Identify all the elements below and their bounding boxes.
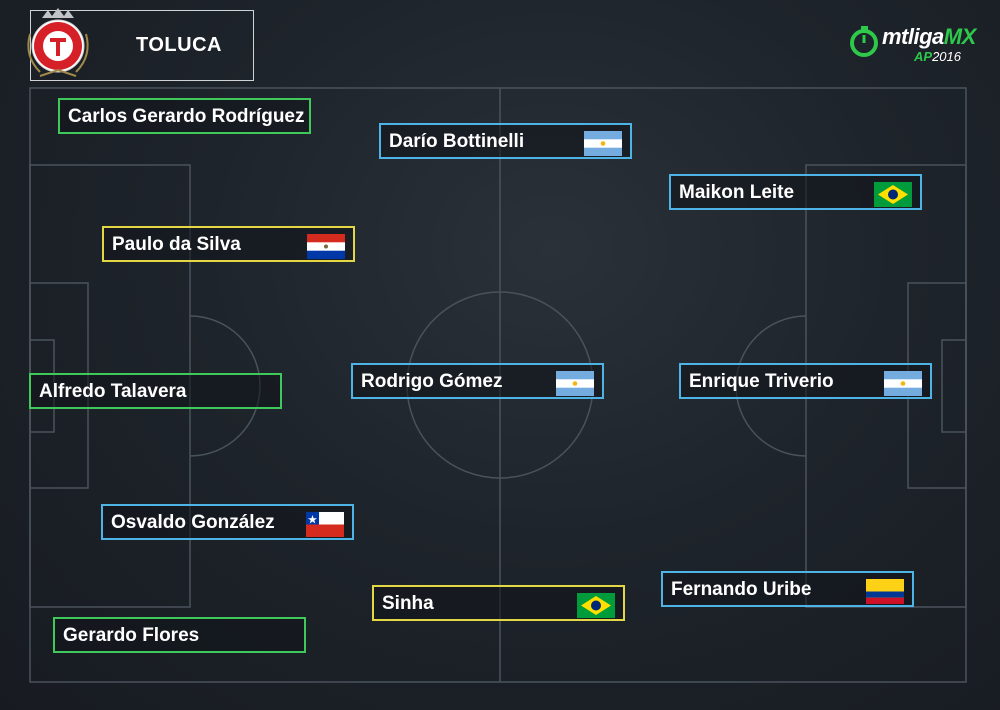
argentina-flag-icon: [884, 371, 922, 396]
player-card-maikon-leite[interactable]: Maikon Leite: [669, 174, 922, 210]
player-card-osvaldo-gonzalez[interactable]: Osvaldo González: [101, 504, 354, 540]
brand-name: mtligaMX: [882, 24, 976, 49]
toluca-crest-logo: [27, 8, 89, 77]
player-name: Paulo da Silva: [112, 234, 241, 255]
player-card-alfredo-talavera[interactable]: Alfredo Talavera: [29, 373, 282, 409]
argentina-flag-icon: [584, 131, 622, 156]
mtligamx-logo: mtligaMX AP2016: [848, 22, 978, 68]
player-name: Darío Bottinelli: [389, 131, 525, 152]
player-card-dario-bottinelli[interactable]: Darío Bottinelli: [379, 123, 632, 159]
paraguay-flag-icon: [307, 234, 345, 259]
player-card-carlos-gerardo-rodriguez[interactable]: Carlos Gerardo Rodríguez: [58, 98, 311, 134]
brazil-flag-icon: [874, 182, 912, 207]
player-name: Rodrigo Gómez: [361, 371, 503, 392]
player-name: Carlos Gerardo Rodríguez: [68, 106, 305, 127]
argentina-flag-icon: [556, 371, 594, 396]
player-name: Maikon Leite: [679, 182, 795, 203]
player-name: Gerardo Flores: [63, 625, 200, 646]
player-card-paulo-da-silva[interactable]: Paulo da Silva: [102, 226, 355, 262]
player-card-enrique-triverio[interactable]: Enrique Triverio: [679, 363, 932, 399]
player-name: Osvaldo González: [111, 512, 275, 533]
team-header-box: [30, 10, 254, 81]
player-card-sinha[interactable]: Sinha: [372, 585, 625, 621]
player-name: Fernando Uribe: [671, 579, 812, 600]
player-name: Sinha: [382, 593, 434, 614]
player-card-gerardo-flores[interactable]: Gerardo Flores: [53, 617, 306, 653]
stopwatch-icon: [850, 26, 878, 57]
chile-flag-icon: [306, 512, 344, 537]
team-name: TOLUCA: [136, 34, 222, 56]
brand-season: AP2016: [914, 49, 961, 64]
colombia-flag-icon: [866, 579, 904, 604]
player-card-fernando-uribe[interactable]: Fernando Uribe: [661, 571, 914, 607]
player-name: Enrique Triverio: [689, 371, 834, 392]
player-card-rodrigo-gomez[interactable]: Rodrigo Gómez: [351, 363, 604, 399]
brazil-flag-icon: [577, 593, 615, 618]
player-name: Alfredo Talavera: [39, 381, 187, 402]
